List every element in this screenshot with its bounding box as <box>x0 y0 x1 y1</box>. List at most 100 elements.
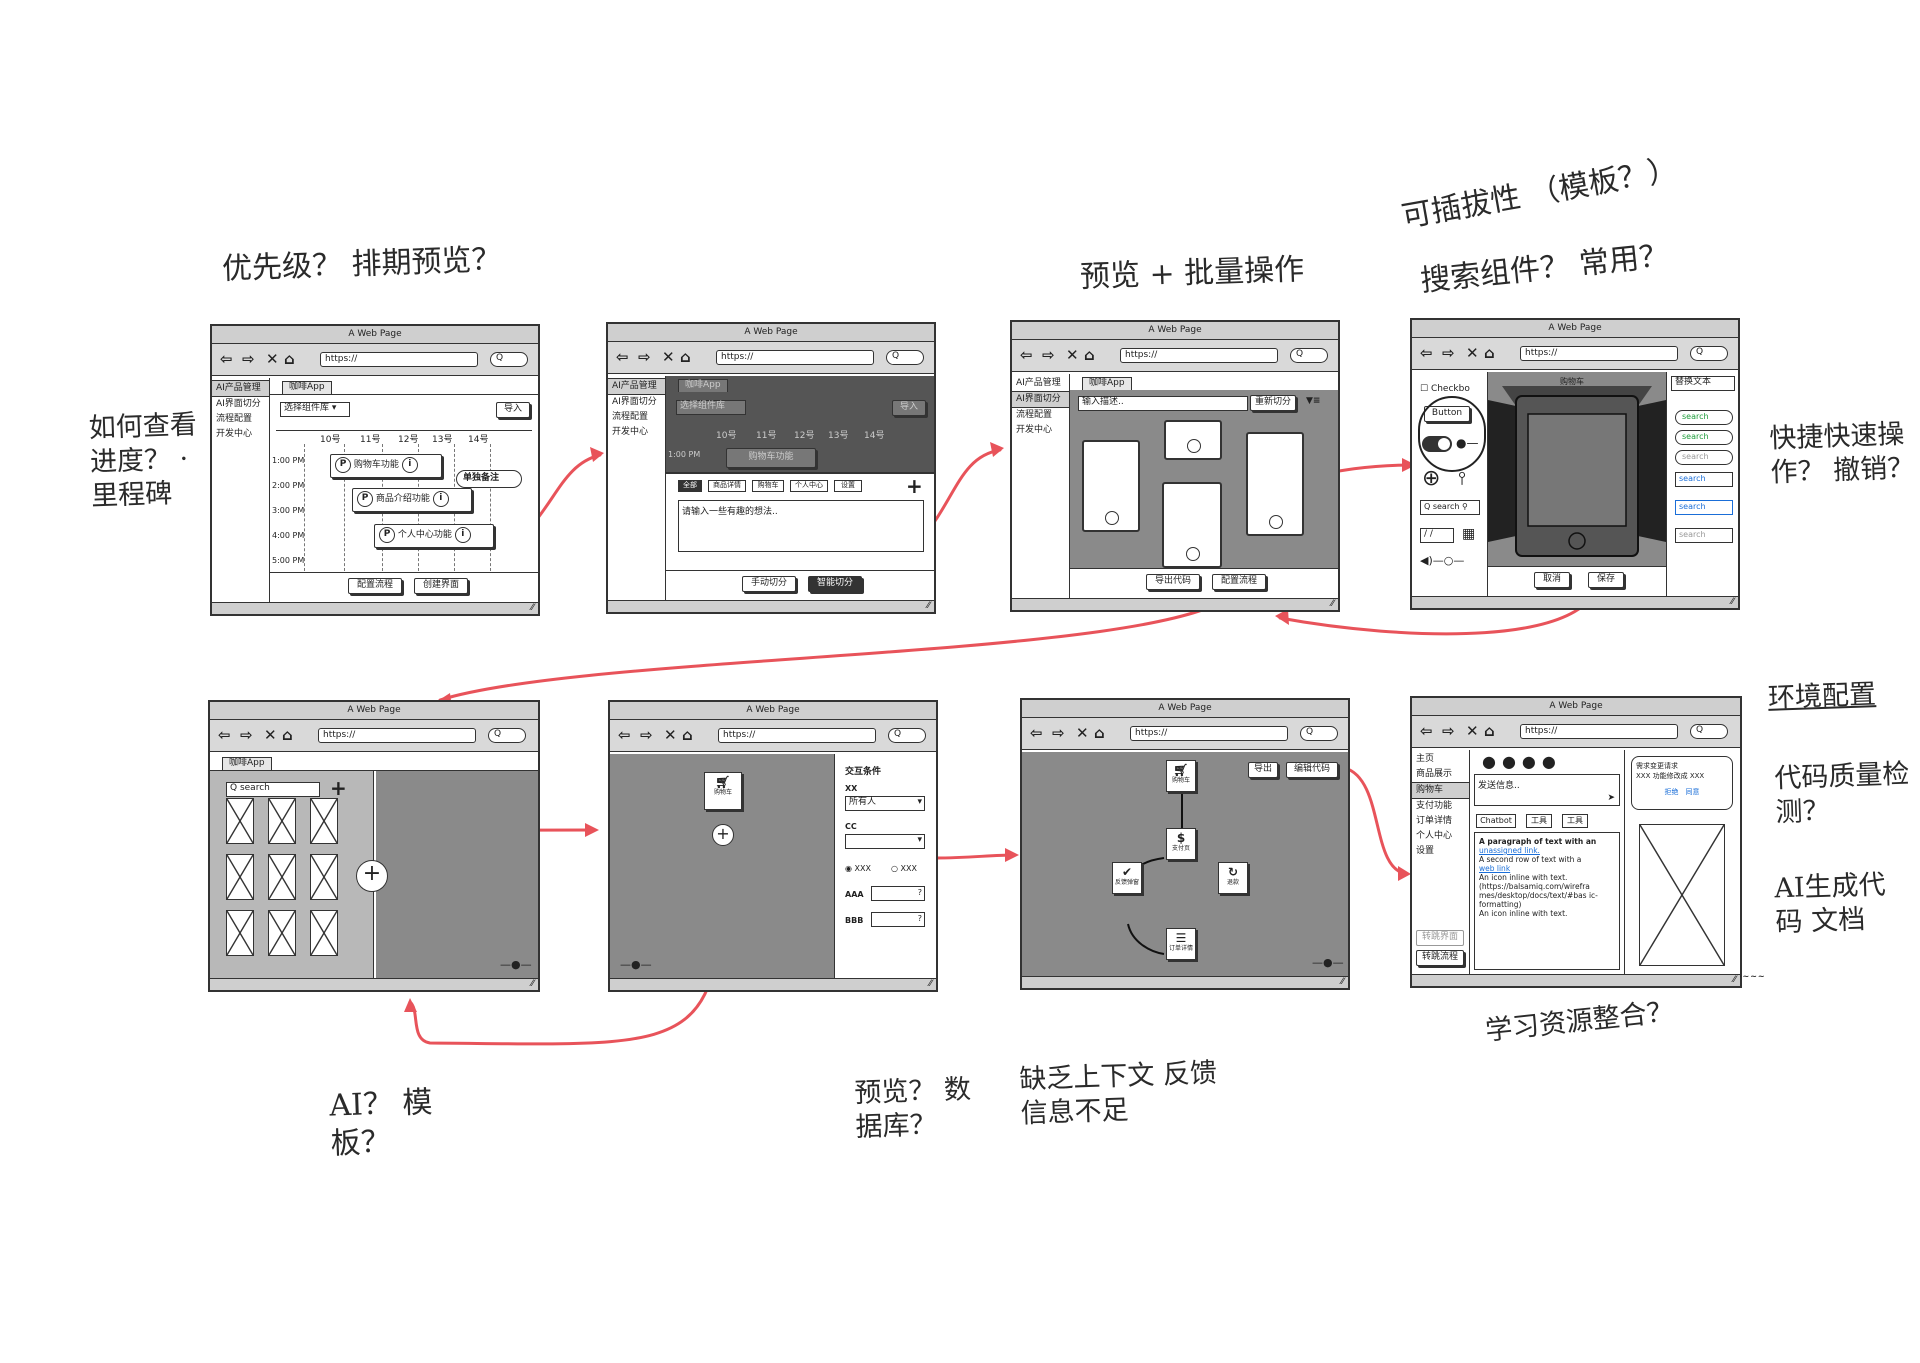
create-ui-button[interactable]: 创建界面 <box>414 578 468 594</box>
search-sample[interactable]: Q search ⚲ <box>1420 500 1480 515</box>
flow-node[interactable]: ☰订单详情 <box>1166 928 1196 960</box>
sidebar-item-ai-product[interactable]: AI产品管理 <box>212 380 269 397</box>
close-icon[interactable]: ✕ <box>1466 722 1479 740</box>
url-bar[interactable]: https:// <box>718 728 876 743</box>
menu-item[interactable]: 购物车 <box>1412 782 1469 799</box>
screen-thumb[interactable] <box>1082 440 1140 532</box>
zoom-slider-icon[interactable]: —●— <box>500 958 532 971</box>
url-bar[interactable]: https:// <box>1520 724 1678 739</box>
task-cart[interactable]: P 购物车功能 i <box>330 454 442 478</box>
cart-node[interactable]: 🛒︎购物车 <box>704 772 742 810</box>
home-icon[interactable]: ⌂ <box>1084 346 1095 364</box>
search-variant[interactable]: search <box>1675 450 1733 465</box>
sidebar-item-flow[interactable]: 流程配置 <box>612 412 649 422</box>
export-code-button[interactable]: 导出代码 <box>1146 574 1200 590</box>
flow-node[interactable]: 🛒︎购物车 <box>1166 760 1196 792</box>
add-circle-icon[interactable]: + <box>356 860 388 892</box>
accept-link[interactable]: 同意 <box>1685 788 1700 796</box>
jump-flow-button[interactable]: 转跳流程 <box>1416 950 1464 966</box>
send-icon[interactable]: ➤ <box>1607 793 1615 803</box>
url-bar[interactable]: https:// <box>320 352 478 367</box>
replace-text-field[interactable]: 替换文本 <box>1671 376 1735 391</box>
tab-coffee-app[interactable]: 咖啡App <box>222 757 272 770</box>
search-icon[interactable]: Q <box>488 728 526 743</box>
close-icon[interactable]: ✕ <box>1066 346 1079 364</box>
tab-coffee-app[interactable]: 咖啡App <box>1082 377 1132 390</box>
back-icon[interactable]: ⇦ <box>218 726 231 744</box>
back-icon[interactable]: ⇦ <box>1420 344 1433 362</box>
component-thumb[interactable] <box>268 798 296 844</box>
search-variant[interactable]: search <box>1675 410 1733 425</box>
home-icon[interactable]: ⌂ <box>1484 722 1495 740</box>
search-variant[interactable]: search <box>1675 528 1733 543</box>
text-sample[interactable]: / / <box>1420 528 1454 543</box>
zoom-slider-icon[interactable]: —●— <box>620 958 652 971</box>
search-variant[interactable]: search <box>1675 430 1733 445</box>
home-icon[interactable]: ⌂ <box>284 350 295 368</box>
home-icon[interactable]: ⌂ <box>1094 724 1105 742</box>
component-thumb[interactable] <box>268 910 296 956</box>
reject-link[interactable]: 拒绝 <box>1664 788 1679 796</box>
search-icon[interactable]: Q <box>490 352 528 367</box>
import-button[interactable]: 导入 <box>496 402 530 418</box>
sidebar-item-flow[interactable]: 流程配置 <box>1016 410 1053 420</box>
config-flow-button[interactable]: 配置流程 <box>1212 574 1266 590</box>
chip-settings[interactable]: 设置 <box>834 480 862 492</box>
save-button[interactable]: 保存 <box>1588 572 1624 588</box>
smart-split-button[interactable]: 智能切分 <box>808 576 862 592</box>
filter-icon[interactable]: ▼≡ <box>1306 396 1321 406</box>
close-icon[interactable]: ✕ <box>266 350 279 368</box>
sidebar-item-dev[interactable]: 开发中心 <box>216 429 253 439</box>
search-icon[interactable]: Q <box>1300 726 1338 741</box>
screen-thumb[interactable] <box>1164 420 1222 460</box>
cc-select[interactable]: ▾ <box>845 834 925 849</box>
screen-thumb[interactable] <box>1246 432 1304 536</box>
url-bar[interactable]: https:// <box>1120 348 1278 363</box>
search-icon[interactable]: Q <box>1290 348 1328 363</box>
cancel-button[interactable]: 取消 <box>1534 572 1570 588</box>
sidebar-item-ai-product[interactable]: AI产品管理 <box>1016 378 1061 388</box>
message-input[interactable]: 发送信息..➤ <box>1474 774 1620 806</box>
component-thumb[interactable] <box>310 798 338 844</box>
menu-item[interactable]: 设置 <box>1416 846 1435 856</box>
chip-product[interactable]: 商品详情 <box>708 480 746 492</box>
close-icon[interactable]: ✕ <box>662 348 675 366</box>
home-icon[interactable]: ⌂ <box>282 726 293 744</box>
back-icon[interactable]: ⇦ <box>616 348 629 366</box>
sidebar-item-ai-split[interactable]: AI界面切分 <box>216 399 261 409</box>
component-thumb[interactable] <box>226 798 254 844</box>
search-icon[interactable]: Q <box>1690 346 1728 361</box>
add-icon[interactable]: + <box>906 474 923 498</box>
component-thumb[interactable] <box>226 854 254 900</box>
forward-icon[interactable]: ⇨ <box>242 350 255 368</box>
screen-thumb[interactable] <box>1162 482 1222 568</box>
menu-item[interactable]: 主页 <box>1416 754 1435 764</box>
search-input[interactable]: Q search <box>226 782 320 797</box>
menu-item[interactable]: 个人中心 <box>1416 831 1453 841</box>
recut-button[interactable]: 重新切分 <box>1250 395 1296 411</box>
menu-item[interactable]: 商品展示 <box>1416 769 1453 779</box>
flow-node[interactable]: ↻退款 <box>1218 862 1248 894</box>
url-bar[interactable]: https:// <box>716 350 874 365</box>
tab-tool[interactable]: 工具 <box>1526 814 1552 828</box>
edit-code-button[interactable]: 编辑代码 <box>1286 762 1338 778</box>
flow-node[interactable]: $支付页 <box>1166 828 1196 860</box>
jump-page-button[interactable]: 转跳界面 <box>1416 930 1464 946</box>
chip-cart[interactable]: 购物车 <box>752 480 784 492</box>
back-icon[interactable]: ⇦ <box>1420 722 1433 740</box>
sidebar-item-ai-product[interactable]: AI产品管理 <box>608 378 665 395</box>
home-icon[interactable]: ⌂ <box>682 726 693 744</box>
toggle-sample[interactable] <box>1422 436 1452 452</box>
idea-textarea[interactable]: 请输入一些有趣的想法.. <box>678 500 924 552</box>
search-icon[interactable]: Q <box>888 728 926 743</box>
component-lib-select[interactable]: 选择组件库 ▾ <box>280 402 350 417</box>
task-profile[interactable]: P 个人中心功能 i <box>374 524 494 548</box>
forward-icon[interactable]: ⇨ <box>638 348 651 366</box>
menu-item[interactable]: 订单详情 <box>1416 816 1453 826</box>
search-icon[interactable]: Q <box>886 350 924 365</box>
menu-item[interactable]: 支付功能 <box>1416 801 1453 811</box>
radio-option[interactable]: ◉ XXX <box>845 864 871 873</box>
tab-chatbot[interactable]: Chatbot <box>1476 814 1516 828</box>
xx-select[interactable]: 所有人▾ <box>845 796 925 811</box>
sidebar-item-dev[interactable]: 开发中心 <box>612 427 649 437</box>
